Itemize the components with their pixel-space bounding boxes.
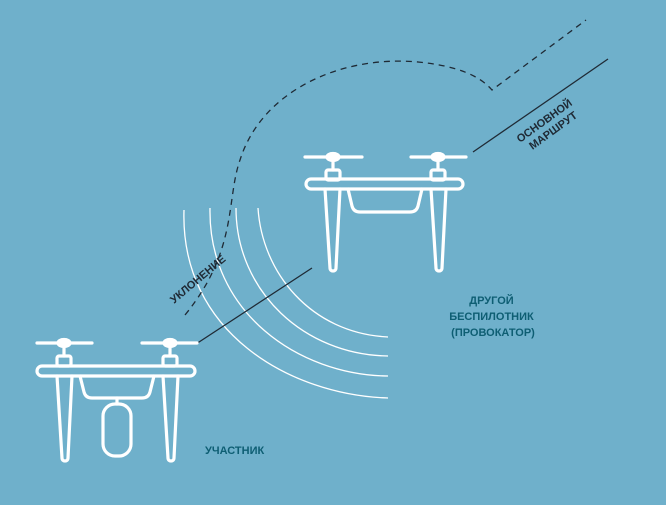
- provocateur-drone-icon: [303, 151, 468, 273]
- participant-label: УЧАСТНИК: [205, 445, 264, 457]
- evasion-label: УКЛОНЕНИЕ: [168, 253, 228, 306]
- signal-arc-4: [183, 209, 389, 399]
- participant-drone-icon: [35, 337, 199, 463]
- other-drone-label-line-1: ДРУГОЙ: [469, 294, 514, 307]
- signal-arcs: [183, 207, 389, 399]
- signal-arc-1: [257, 207, 389, 338]
- main-route-label: ОСНОВНОЙ МАРШРУТ: [514, 95, 585, 156]
- main-route: [195, 58, 609, 345]
- main-route-segment-end: [472, 58, 609, 153]
- evasion-route: [184, 19, 587, 316]
- other-drone-label-line-2: БЕСПИЛОТНИК: [449, 311, 534, 323]
- signal-arc-2: [235, 207, 389, 357]
- other-drone-label-line-3: (ПРОВОКАТОР): [451, 327, 535, 339]
- main-route-segment-start: [195, 267, 313, 345]
- signal-arc-3: [209, 207, 389, 377]
- other-drone-label: ДРУГОЙ БЕСПИЛОТНИК (ПРОВОКАТОР): [449, 294, 537, 339]
